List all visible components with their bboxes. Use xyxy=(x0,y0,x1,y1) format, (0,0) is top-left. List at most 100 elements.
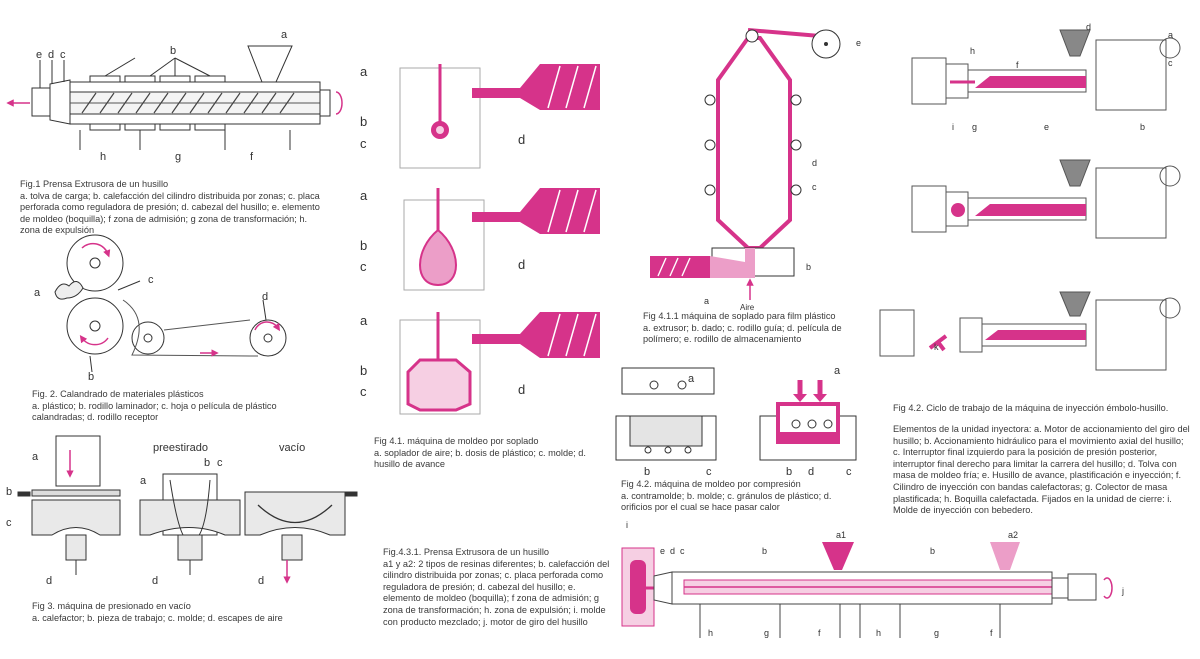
fig41-stage-3 xyxy=(399,312,600,415)
fig3-label-d3: d xyxy=(258,575,265,587)
fig42i-caption: Elementos de la unidad inyectora: a. Mot… xyxy=(893,424,1193,517)
fig41-caption-title: Fig 4.1. máquina de moldeo por soplado xyxy=(374,436,539,446)
fig42c-caption-body: a. contramolde; b. molde; c. gránulos de… xyxy=(621,490,832,513)
fig41-label-d-2: d xyxy=(518,257,526,272)
fig3-label-d1: d xyxy=(46,575,53,587)
fig431-label-b2: b xyxy=(930,546,936,556)
fig42c-label-c: c xyxy=(706,466,712,478)
fig411-caption: Fig 4.1.1 máquina de soplado para film p… xyxy=(643,311,868,346)
fig431-label-f: f xyxy=(818,628,821,638)
fig41-label-c-1: c xyxy=(360,136,367,151)
fig2-calender xyxy=(54,234,287,373)
fig431-label-a1: a1 xyxy=(836,530,847,540)
fig1-label-f: f xyxy=(250,151,254,163)
fig42i-stage-2 xyxy=(911,159,1181,239)
fig431-caption-body: a1 y a2: 2 tipos de resinas diferentes; … xyxy=(383,558,610,627)
fig41-label-c-3: c xyxy=(360,384,367,399)
fig1-label-h: h xyxy=(100,151,107,163)
fig431-label-g: g xyxy=(764,628,770,638)
fig411-label-aire: Aire xyxy=(740,303,755,312)
fig3-vacuum-forming xyxy=(17,435,358,584)
fig41-caption: Fig 4.1. máquina de moldeo por soplado a… xyxy=(374,436,604,471)
fig431-label-h2: h xyxy=(876,628,882,638)
fig1-caption: Fig.1 Prensa Extrusora de un husillo a. … xyxy=(20,179,320,237)
fig42-injection xyxy=(879,29,1181,371)
fig42c-label-a: a xyxy=(688,373,695,385)
fig41-label-a-3: a xyxy=(360,313,368,328)
fig3-label-a: a xyxy=(32,451,39,463)
fig1-caption-title: Fig.1 Prensa Extrusora de un husillo xyxy=(20,179,169,189)
fig411-caption-title: Fig 4.1.1 máquina de soplado para film p… xyxy=(643,311,836,321)
fig42i-label-a: a xyxy=(1168,30,1174,40)
fig431-caption: Fig.4.3.1. Prensa Extrusora de un husill… xyxy=(383,547,613,628)
fig2-label-a: a xyxy=(34,287,41,299)
fig41-blow-molding xyxy=(399,64,600,415)
fig3-label-c2: c xyxy=(217,457,223,469)
fig42i-caption-title: Fig 4.2. Ciclo de trabajo de la máquina … xyxy=(893,403,1169,413)
fig431-label-a2: a2 xyxy=(1008,530,1019,540)
fig41-stage-1 xyxy=(399,64,600,169)
fig431-label-i: i xyxy=(626,520,628,530)
fig1-extruder xyxy=(6,45,343,150)
fig431-label-g2: g xyxy=(934,628,940,638)
fig2-caption-title: Fig. 2. Calandrado de materiales plástic… xyxy=(32,389,204,399)
fig3-label-a2: a xyxy=(140,475,147,487)
fig41-label-c-2: c xyxy=(360,259,367,274)
fig3-label-vacio: vacío xyxy=(279,442,306,454)
fig42c-label-b: b xyxy=(644,466,651,478)
fig42c-label-d: d xyxy=(808,466,815,478)
fig42i-label-i: i xyxy=(952,122,954,132)
fig3-label-b2: b xyxy=(204,457,211,469)
fig41-label-b-3: b xyxy=(360,363,368,378)
fig3-caption: Fig 3. máquina de presionado en vacío a.… xyxy=(32,601,332,624)
fig42c-label-a2: a xyxy=(834,365,841,377)
fig3-label-c: c xyxy=(6,517,12,529)
fig41-label-d-3: d xyxy=(518,382,526,397)
fig42i-caption-body: Elementos de la unidad inyectora: a. Mot… xyxy=(893,424,1190,516)
fig42i-caption-title-wrap: Fig 4.2. Ciclo de trabajo de la máquina … xyxy=(893,403,1193,415)
fig431-label-f2: f xyxy=(990,628,993,638)
fig431-label-b: b xyxy=(762,546,768,556)
fig431-label-c: c xyxy=(680,546,685,556)
fig42c-label-b2: b xyxy=(786,466,793,478)
fig42c-caption: Fig 4.2. máquina de moldeo por compresió… xyxy=(621,479,853,514)
fig3-caption-title: Fig 3. máquina de presionado en vacío xyxy=(32,601,191,611)
fig431-label-h: h xyxy=(708,628,714,638)
fig1-label-c: c xyxy=(60,49,66,61)
fig2-label-b: b xyxy=(88,371,95,383)
fig411-label-d: d xyxy=(812,158,818,168)
fig3-label-preestirado: preestirado xyxy=(153,442,209,454)
fig411-blown-film xyxy=(650,28,841,300)
fig42i-stage-1 xyxy=(911,29,1181,111)
fig42i-label-g: g xyxy=(972,122,978,132)
fig431-caption-title: Fig.4.3.1. Prensa Extrusora de un husill… xyxy=(383,547,549,557)
fig41-caption-body: a. soplador de aire; b. dosis de plástic… xyxy=(374,447,586,470)
fig41-label-a-1: a xyxy=(360,64,368,79)
fig42i-label-d: d xyxy=(1086,22,1092,32)
fig431-label-e: e xyxy=(660,546,666,556)
fig41-label-d-1: d xyxy=(518,132,526,147)
fig1-label-g: g xyxy=(175,151,182,163)
fig1-label-a: a xyxy=(281,29,288,41)
fig431-dual-extruder xyxy=(621,542,1113,638)
fig41-label-a-2: a xyxy=(360,188,368,203)
fig42c-label-c2: c xyxy=(846,466,852,478)
fig3-caption-body: a. calefactor; b. pieza de trabajo; c. m… xyxy=(32,612,283,623)
fig3-label-d2: d xyxy=(152,575,159,587)
fig42i-label-c: c xyxy=(1168,58,1173,68)
fig41-label-b-2: b xyxy=(360,238,368,253)
fig411-caption-body: a. extrusor; b. dado; c. rodillo guía; d… xyxy=(643,322,842,345)
fig41-label-b-1: b xyxy=(360,114,368,129)
fig411-label-a: a xyxy=(704,296,710,306)
fig42i-label-e: e xyxy=(1044,122,1050,132)
fig1-caption-body: a. tolva de carga; b. calefacción del ci… xyxy=(20,190,320,236)
fig42i-label-h: h xyxy=(970,46,976,56)
fig411-label-b: b xyxy=(806,262,812,272)
fig1-label-d: d xyxy=(48,49,55,61)
fig1-label-e: e xyxy=(36,49,43,61)
fig42i-label-b: b xyxy=(1140,122,1146,132)
fig41-stage-2 xyxy=(403,188,600,291)
fig2-label-c: c xyxy=(148,274,154,286)
fig2-caption-body: a. plástico; b. rodillo laminador; c. ho… xyxy=(32,400,277,423)
